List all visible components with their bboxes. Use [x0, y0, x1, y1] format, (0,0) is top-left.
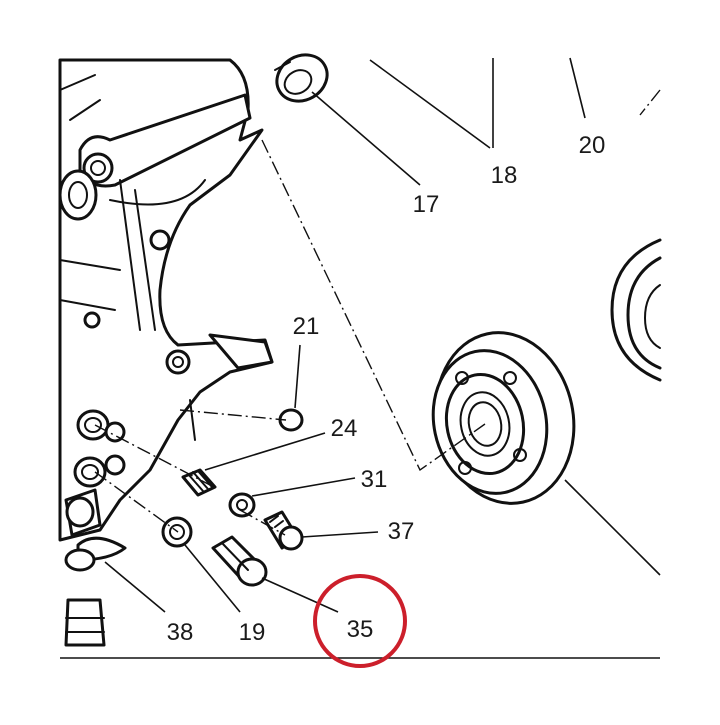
callout-24: 24 — [331, 415, 358, 442]
crankcase-housing — [58, 58, 274, 542]
callout-18: 18 — [491, 162, 518, 189]
callout-38: 38 — [167, 619, 194, 646]
callout-35: 35 — [347, 616, 374, 643]
washer-38 — [64, 536, 127, 572]
main-bearing — [431, 331, 576, 505]
callout-17: 17 — [413, 191, 440, 218]
centerlines — [94, 89, 661, 536]
bolt-37 — [263, 510, 304, 551]
bearing-20 — [610, 238, 662, 382]
washer-31 — [228, 492, 256, 518]
highlight-circle — [313, 574, 407, 668]
callout-20: 20 — [579, 132, 606, 159]
leader-lines — [60, 57, 661, 659]
callout-labels: 17 18 20 21 24 31 37 38 19 35 — [167, 132, 606, 646]
callout-37: 37 — [388, 518, 415, 545]
union-fitting-35 — [211, 535, 268, 587]
callout-19: 19 — [239, 619, 266, 646]
callout-21: 21 — [293, 313, 320, 340]
callout-31: 31 — [361, 466, 388, 493]
fitting-stem — [64, 598, 106, 647]
bearing-17 — [274, 53, 329, 103]
